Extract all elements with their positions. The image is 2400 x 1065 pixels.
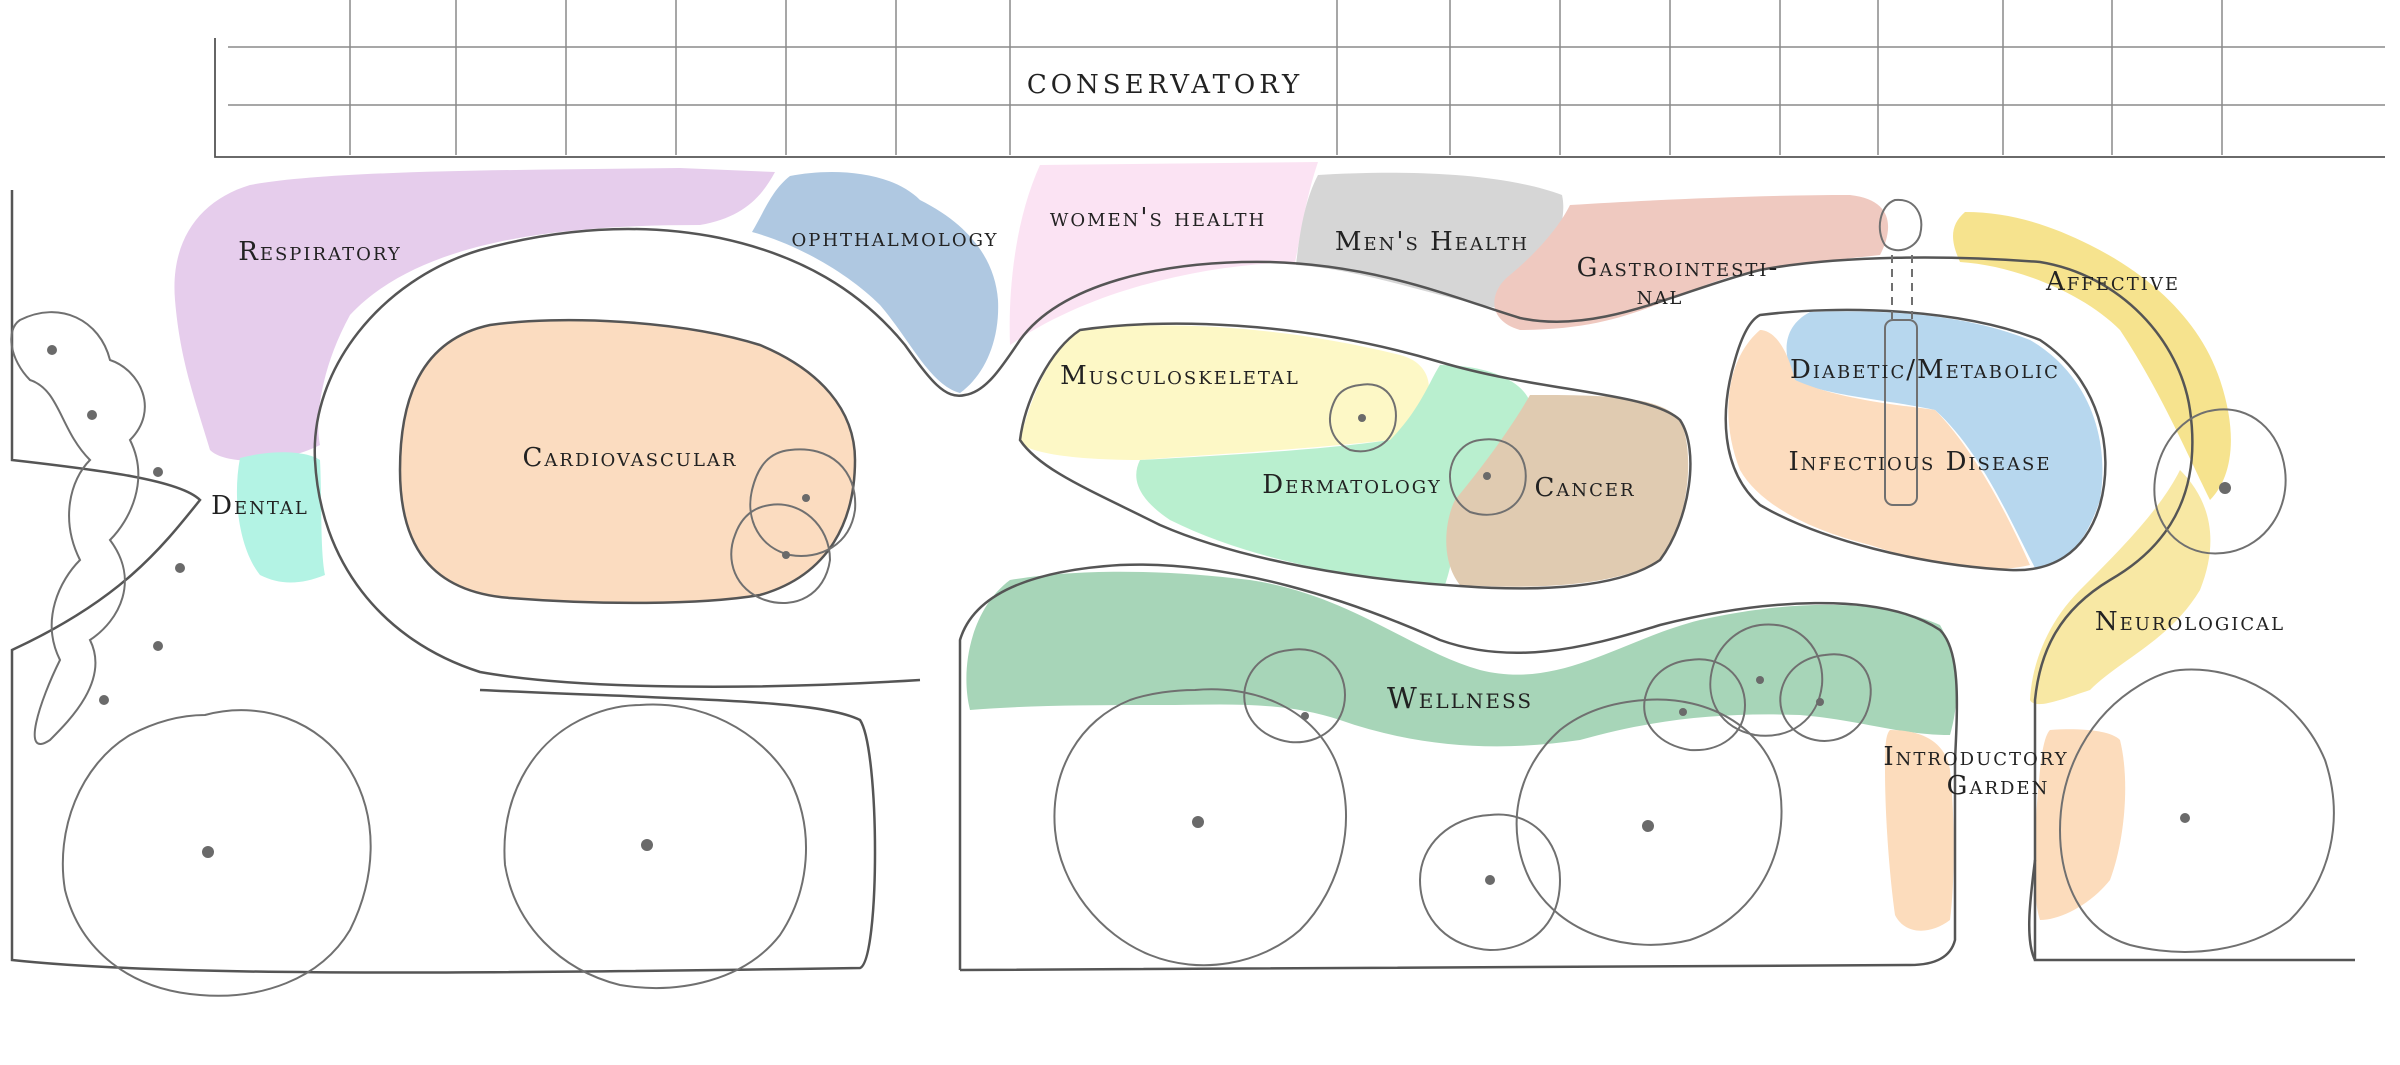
label-dermatology: Dermatology: [1262, 470, 1441, 500]
bed-introductory-right[interactable]: [2034, 729, 2126, 920]
label-introductory-garden-line1: Introductory: [1883, 742, 2068, 772]
tree-wellness-7: [1779, 653, 1872, 742]
bed-outline-diabetic: [1724, 308, 2107, 572]
label-diabetic-metabolic: Diabetic/Metabolic: [1790, 355, 2060, 385]
label-womens-health: women's health: [1050, 203, 1266, 233]
bed-labels: Respiratory ophthalmology women's health…: [211, 203, 2285, 801]
path-right-edge: [2028, 859, 2037, 961]
tree-small-muscular: [1329, 383, 1397, 453]
bed-dental[interactable]: [236, 452, 325, 583]
tree-large-2: [503, 703, 808, 989]
bed-outline-cardio: [398, 318, 857, 605]
path-loop-inner-left: [313, 459, 921, 688]
tree-cluster-left: [10, 311, 185, 745]
tree-wellness-6: [1709, 623, 1824, 737]
tree-wellness-2: [1243, 648, 1347, 744]
label-neurological: Neurological: [2095, 607, 2285, 637]
bed-infectious-disease[interactable]: [1728, 330, 2030, 569]
bed-ophthalmology[interactable]: [752, 171, 999, 393]
garden-beds: [174, 162, 2231, 931]
label-ophthalmology: ophthalmology: [791, 223, 998, 253]
bed-outline-center: [1018, 322, 1692, 590]
label-introductory-garden-line2: Garden: [1947, 771, 2050, 801]
bed-dermatology[interactable]: [1136, 365, 1532, 585]
label-musculoskeletal: Musculoskeletal: [1060, 361, 1300, 391]
label-respiratory: Respiratory: [238, 237, 401, 267]
conservatory-label: CONSERVATORY: [1027, 70, 1303, 100]
path-outlines: [10, 190, 2355, 974]
tree-small-derm: [1449, 438, 1527, 516]
bed-gastrointestinal[interactable]: [1494, 195, 1889, 330]
tree-right-large: [2058, 668, 2335, 953]
label-affective: Affective: [2045, 267, 2180, 297]
tree-wellness-3: [1418, 813, 1562, 952]
tree-wellness-5: [1643, 658, 1747, 752]
bed-womens-health[interactable]: [1009, 162, 1318, 345]
tree-wellness-4: [1515, 698, 1783, 946]
label-cardiovascular: Cardiovascular: [523, 443, 738, 473]
path-lower-center: [958, 563, 1959, 972]
label-wellness: Wellness: [1387, 681, 1533, 715]
path-loop-left: [313, 227, 2355, 962]
bed-introductory-garden[interactable]: [1885, 730, 1954, 931]
trees: [10, 198, 2335, 997]
bed-diabetic-metabolic[interactable]: [1786, 311, 2103, 568]
conservatory-mullions: [349, 0, 2223, 155]
label-cancer: Cancer: [1534, 473, 1635, 503]
tree-trellis: [1878, 198, 1923, 506]
tree-affective-neuro: [2153, 408, 2287, 555]
label-gastrointestinal-line2: nal: [1637, 281, 1684, 311]
bed-wellness[interactable]: [966, 571, 1957, 747]
bed-respiratory[interactable]: [174, 168, 776, 461]
tree-large-1: [61, 709, 372, 997]
path-left-edge: [10, 190, 877, 974]
label-mens-health: Men's Health: [1335, 227, 1529, 257]
bed-affective[interactable]: [1953, 212, 2231, 500]
bed-mens-health[interactable]: [1296, 172, 1564, 310]
bed-musculoskeletal[interactable]: [1020, 325, 1429, 460]
conservatory: CONSERVATORY: [214, 0, 2385, 158]
bed-cardiovascular[interactable]: [400, 320, 855, 603]
tree-small-cardio: [730, 448, 857, 605]
tree-wellness-1: [1053, 688, 1347, 967]
label-gastrointestinal-line1: Gastrointesti-: [1577, 253, 1780, 283]
label-dental: Dental: [211, 491, 309, 521]
label-infectious-disease: Infectious Disease: [1789, 447, 2052, 477]
